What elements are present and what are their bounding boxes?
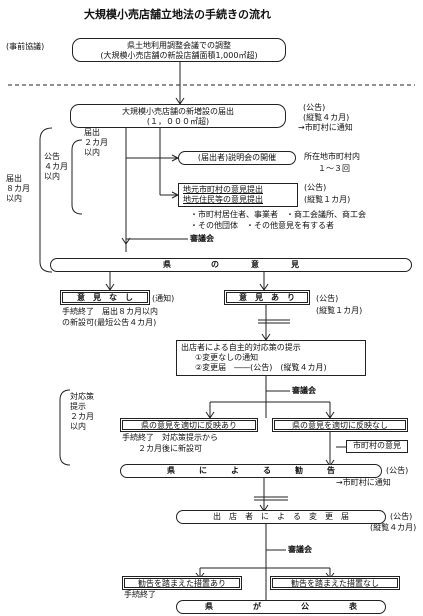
announcement-box: 県 が 公 表	[176, 600, 386, 614]
measures-no-box: 勧告を踏まえた措置なし	[270, 576, 400, 590]
notification-line1: 大規模小売店舗の新増設の届出	[122, 107, 234, 116]
notification-note3: →市町村に通知	[298, 123, 353, 132]
no-opinion-sub1: 手続終了 届出８カ月以内	[62, 307, 158, 316]
opinions-box: 地元市町村の意見提出 地元住民等の意見提出	[178, 183, 298, 207]
countermeasure-line3: ②変更届 ――(公告) (縦覧４カ月)	[195, 363, 327, 372]
notification-note2: (縦覧４カ月)	[303, 113, 350, 122]
has-opinion-note2: (縦覧１カ月)	[316, 306, 363, 315]
briefing-box: (届出者)説明会の開催	[178, 151, 296, 165]
change-notice-note2: (縦覧４カ月)	[370, 523, 417, 532]
no-opinion-note: (通知)	[152, 294, 175, 303]
opinions-note2: (縦覧１カ月)	[304, 195, 351, 204]
opinions-note1: (公告)	[304, 183, 327, 192]
has-opinion-box: 意 見 あ り	[224, 290, 310, 305]
council-label-2: 審議会	[292, 386, 316, 395]
opinions-line1: 地元市町村の意見提出	[183, 185, 263, 194]
pre-consult-label: (事前協議)	[6, 42, 45, 51]
measures-yes-box: 勧告を踏まえた措置あり	[122, 576, 242, 590]
notification-box: 大規模小売店舗の新増設の届出 (１，０００㎡超)	[70, 104, 286, 128]
council-label-1: 審議会	[190, 234, 214, 243]
opinions-line2: 地元住民等の意見提出	[183, 195, 263, 204]
pre-consult-line1: 県土地利用調整会議での調整	[127, 41, 231, 50]
side-label-todokede-2: 届出 ２カ月 以内	[84, 128, 108, 157]
side-label-taiou-2: 対応策 提示 ２カ月 以内	[70, 392, 94, 431]
no-opinion-box: 意 見 な し	[60, 290, 150, 305]
notification-note1: (公告)	[303, 103, 326, 112]
no-opinion-sub2: の新設可(最短公告４カ月)	[62, 318, 157, 327]
page-title: 大規模小売店舗立地法の手続きの流れ	[84, 8, 271, 21]
side-label-koukoku-4: 公告 ４カ月 以内	[44, 152, 68, 181]
recommendation-note2: →市町村に通知	[336, 478, 391, 487]
opinions-bullet1: ・市町村居住者、事業者 ・商工会議所、商工会	[190, 210, 366, 219]
has-opinion-note1: (公告)	[316, 294, 339, 303]
not-reflected-box: 県の意見を適切に反映なし	[272, 418, 408, 432]
reflected-sub1: 手続終了 対応策提示から	[122, 433, 218, 442]
pre-consult-box: 県土地利用調整会議での調整 (大規模小売店舗の新設店舗面積1,000㎡超)	[72, 38, 286, 62]
briefing-note2: １～３回	[318, 164, 350, 173]
countermeasure-box: 出店者による自主的対応策の提示 ①変更なしの通知 ②変更届 ――(公告) (縦覧…	[176, 340, 366, 376]
opinions-bullet2: ・その他団体 ・その他意見を有する者	[190, 221, 334, 230]
city-opinion-box: 市町村の意見	[346, 440, 408, 453]
change-notice-box: 出 店 者 に よ る 変 更 届	[176, 510, 386, 524]
council-label-3: 審議会	[288, 545, 312, 554]
pre-consult-line2: (大規模小売店舗の新設店舗面積1,000㎡超)	[100, 51, 258, 60]
countermeasure-line2: ①変更なしの通知	[195, 353, 259, 362]
recommendation-note1: (公告)	[386, 466, 409, 475]
side-label-todokede-8: 届出 ８カ月 以内	[6, 174, 30, 203]
reflected-sub2: ２カ月後に新設可	[138, 444, 202, 453]
briefing-note1: 所在地市町村内	[304, 152, 360, 161]
change-notice-note1: (公告)	[390, 512, 413, 521]
reflected-box: 県の意見を適切に反映あり	[120, 418, 258, 432]
notification-line2: (１，０００㎡超)	[146, 117, 210, 126]
countermeasure-line1: 出店者による自主的対応策の提示	[181, 343, 301, 352]
pref-opinion-box: 県 の 意 見	[50, 258, 412, 272]
measures-yes-sub: 手続終了	[124, 590, 156, 599]
recommendation-box: 県 に よ る 勧 告	[120, 464, 382, 478]
